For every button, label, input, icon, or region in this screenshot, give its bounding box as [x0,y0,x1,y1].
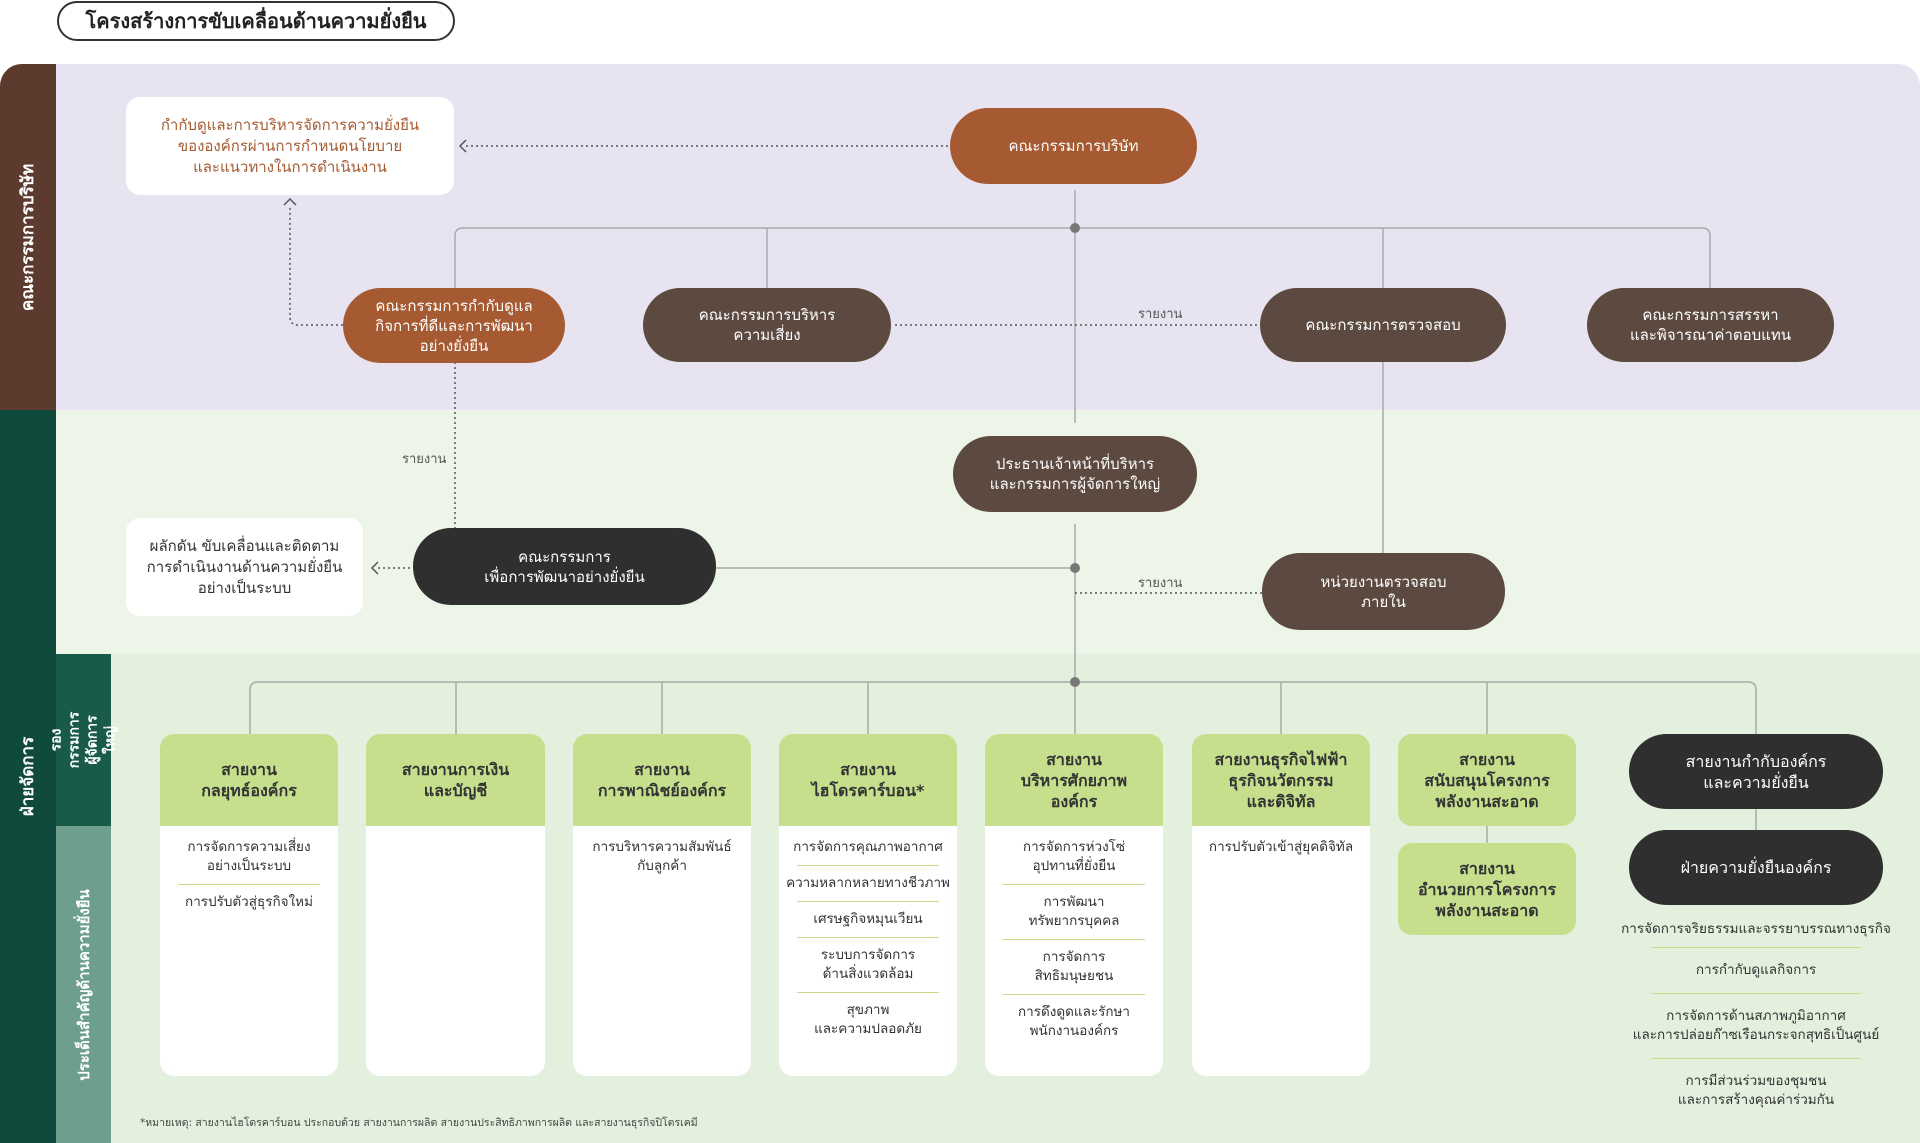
issue-item: การจัดการจริยธรรมและจรรยาบรรณทางธุรกิจ [1621,921,1891,937]
board-role-note: กำกับดูและการบริหารจัดการความยั่งยืน ของ… [126,97,454,195]
issue-item: การจัดการคุณภาพอากาศ [793,839,943,855]
issue-item: การจัดการ สิทธิมนุษยชน [1034,949,1114,984]
card-organization-capability: สายงาน บริหารศักยภาพ องค์กร การจัดการห่ว… [985,734,1163,1076]
card-header: สายงาน กลยุทธ์องค์กร [160,734,338,826]
side-label-management: ฝ่ายจัดการ [0,410,56,1143]
issue-item: การบริหารความสัมพันธ์ กับลูกค้า [592,839,732,874]
corporate-sustainability-dept-node: ฝ่ายความยั่งยืนองค์กร [1629,830,1883,905]
issue-item: สุขภาพ และความปลอดภัย [814,1002,922,1037]
page-title: โครงสร้างการขับเคลื่อนด้านความยั่งยืน [57,1,455,41]
issue-item: การปรับตัวสู่ธุรกิจใหม่ [185,894,313,910]
card-corporate-commercial: สายงาน การพาณิชย์องค์กร การบริหารความสัม… [573,734,751,1076]
clean-energy-support-line: สายงาน สนับสนุนโครงการ พลังงานสะอาด [1398,734,1576,826]
issue-item: ระบบการจัดการ ด้านสิ่งแวดล้อม [820,947,916,982]
card-hydrocarbon: สายงาน ไฮโดรคาร์บอน* การจัดการคุณภาพอากา… [779,734,957,1076]
footnote: *หมายเหตุ: สายงานไฮโดรคาร์บอน ประกอบด้วย… [140,1117,698,1129]
report-label-sd: รายงาน [402,452,447,467]
issue-item: การกำกับดูแลกิจการ [1695,962,1817,978]
card-finance: สายงานการเงิน และบัญชี [366,734,545,1076]
card-header: สายงาน บริหารศักยภาพ องค์กร [985,734,1163,826]
internal-audit-node: หน่วยงานตรวจสอบ ภายใน [1262,553,1505,630]
issue-item: การจัดการห่วงโซ่ อุปทานที่ยั่งยืน [1022,839,1126,874]
risk-committee-node: คณะกรรมการบริหาร ความเสี่ยง [643,288,891,362]
issue-item: ความหลากหลายทางชีวภาพ [786,875,950,891]
governance-issue-list: การจัดการจริยธรรมและจรรยาบรรณทางธุรกิจ ก… [1620,912,1892,1123]
sd-committee-node: คณะกรรมการ เพื่อการพัฒนาอย่างยั่งยืน [413,528,716,605]
card-power-innovation-digital: สายงานธุรกิจไฟฟ้า ธุรกิจนวัตกรรม และดิจิ… [1192,734,1370,1076]
card-header: สายงานการเงิน และบัญชี [366,734,545,826]
audit-committee-node: คณะกรรมการตรวจสอบ [1260,288,1506,362]
side-label-board: คณะกรรมการบริษัท [0,64,56,410]
issue-item: การจัดการด้านสภาพภูมิอากาศ และการปล่อยก๊… [1632,1008,1880,1043]
issue-item: เศรษฐกิจหมุนเวียน [813,911,923,927]
ceo-node: ประธานเจ้าหน้าที่บริหาร และกรรมการผู้จัด… [953,436,1197,512]
sd-committee-note: ผลักดัน ขับเคลื่อนและติดตาม การดำเนินงาน… [126,518,363,616]
side-label-material-issues: ประเด็นสำคัญด้านความยั่งยืน [56,826,111,1143]
card-corporate-strategy: สายงาน กลยุทธ์องค์กร การจัดการความเสี่ยง… [160,734,338,1076]
card-header: สายงาน การพาณิชย์องค์กร [573,734,751,826]
side-label-executives: รองกรรมการ ผู้จัดการใหญ่ [49,654,119,826]
governance-sustainability-line-node: สายงานกำกับองค์กร และความยั่งยืน [1629,734,1883,809]
cg-sustainability-committee-node: คณะกรรมการกำกับดูแล กิจการที่ดีและการพัฒ… [343,288,565,363]
clean-energy-direct-line: สายงาน อำนวยการโครงการ พลังงานสะอาด [1398,843,1576,935]
nomination-committee-node: คณะกรรมการสรรหา และพิจารณาค่าตอบแทน [1587,288,1834,362]
card-header: สายงาน ไฮโดรคาร์บอน* [779,734,957,826]
issue-item: การมีส่วนร่วมของชุมชน และการสร้างคุณค่าร… [1677,1073,1835,1108]
issue-item: การพัฒนา ทรัพยากรบุคคล [1028,894,1120,929]
board-of-directors-node: คณะกรรมการบริษัท [950,108,1197,184]
card-header: สายงานธุรกิจไฟฟ้า ธุรกิจนวัตกรรม และดิจิ… [1192,734,1370,826]
issue-item: การปรับตัวเข้าสู่ยุคดิจิทัล [1208,839,1354,855]
report-label-board: รายงาน [1138,307,1183,322]
report-label-audit: รายงาน [1138,576,1183,591]
issue-item: การดึงดูดและรักษา พนักงานองค์กร [1017,1004,1131,1039]
issue-item: การจัดการความเสี่ยง อย่างเป็นระบบ [187,839,311,874]
